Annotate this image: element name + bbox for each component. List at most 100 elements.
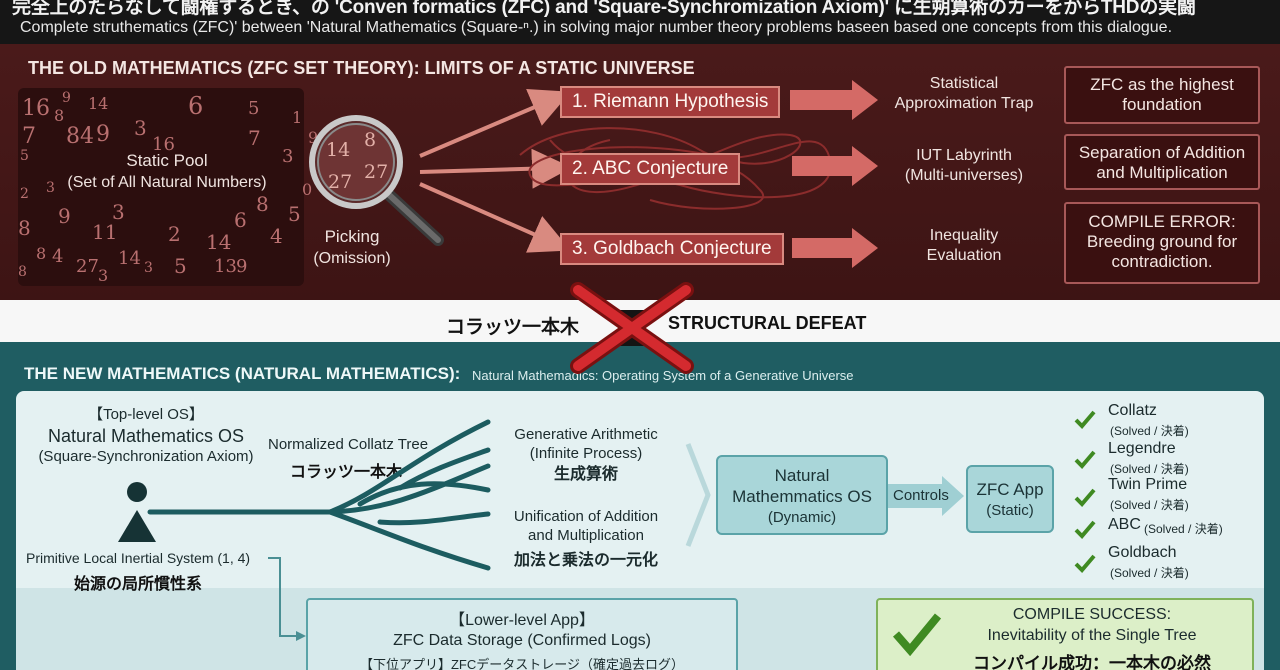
result-line: Breeding ground for — [1086, 232, 1238, 251]
controls-label: Controls — [893, 487, 949, 504]
pool-number: 5 — [288, 202, 301, 226]
pool-number: 6 — [234, 208, 247, 232]
compile-success-box: COMPILE SUCCESS: Inevitability of the Si… — [876, 598, 1254, 670]
pool-number: 9 — [236, 256, 248, 277]
zfc-app-line: (Static) — [986, 502, 1034, 519]
primitive-system-label: Primitive Local Inertial System (1, 4) — [26, 550, 251, 566]
gen-line: Generative Arithmetic — [514, 426, 658, 443]
pool-number: 3 — [98, 266, 109, 285]
solved-sub: (Solved / 決着) — [1110, 566, 1189, 580]
outcome-line: Statistical — [929, 75, 999, 92]
pool-number: 3 — [46, 180, 55, 196]
natural-math-os-box: Natural Mathemmatics OS (Dynamic) — [716, 455, 888, 535]
red-cross-icon — [570, 282, 694, 374]
top-header: 完全上のたらなして闘権するとき、の 'Conven formatics (ZFC… — [0, 0, 1280, 44]
pool-number: 9 — [96, 122, 110, 147]
pool-number: 5 — [248, 98, 260, 119]
os-box-line: Mathemmatics OS — [732, 487, 872, 506]
result-compile-error: COMPILE ERROR: Breeding ground for contr… — [1064, 202, 1260, 284]
uni-line: and Multiplication — [528, 527, 644, 544]
outcome-iut: IUT Labyrinth (Multi-universes) — [884, 146, 1044, 186]
pool-number: 14 — [206, 230, 232, 254]
success-line-1: COMPILE SUCCESS: — [1012, 606, 1172, 623]
checkmark-icon — [1074, 410, 1096, 429]
solved-sub: (Solved / 決着) — [1110, 462, 1189, 476]
pool-number: 9 — [58, 204, 71, 228]
lower-jp: 【下位アプリ】ZFCデータストレージ（確定過去ログ） — [359, 657, 684, 670]
outcome-line: (Multi-universes) — [904, 167, 1024, 184]
pool-subtitle: (Set of All Natural Numbers) — [67, 174, 267, 191]
lower-tag: 【Lower-level App】 — [449, 612, 595, 629]
pool-number: 13 — [214, 256, 237, 277]
result-line: ZFC as the highest — [1090, 75, 1234, 94]
pool-number: 2 — [168, 222, 181, 246]
checkmark-icon — [1074, 450, 1096, 469]
pool-number: 84 — [66, 124, 94, 149]
structural-defeat-label: STRUCTURAL DEFEAT — [668, 313, 867, 333]
pool-number: 5 — [20, 148, 29, 164]
uni-line: Unification of Addition — [513, 508, 659, 525]
tree-label-jp: コラッツ一本木 — [290, 464, 403, 481]
solved-name: ABC — [1108, 516, 1141, 533]
picking-title: Picking — [324, 227, 380, 246]
pool-number: 8 — [256, 192, 269, 216]
header-line-1: 完全上のたらなして闘権するとき、の 'Conven formatics (ZFC… — [12, 0, 1196, 18]
solved-name: Goldbach — [1108, 544, 1177, 561]
new-section-subtitle: Natural Mathemadics: Operating System of… — [472, 368, 854, 383]
lens-number: 8 — [364, 129, 376, 151]
pool-number: 2 — [20, 186, 29, 202]
pool-number: 3 — [282, 146, 294, 167]
checkmark-icon — [1074, 488, 1096, 507]
pool-number: 9 — [62, 90, 71, 106]
pool-number: 4 — [270, 224, 283, 248]
static-pool-label: Static Pool (Set of All Natural Numbers) — [52, 150, 282, 194]
os-box-line: (Dynamic) — [767, 509, 837, 526]
outcome-line: Approximation Trap — [894, 95, 1034, 112]
solved-sub: (Solved / 決着) — [1144, 522, 1223, 536]
problem-goldbach: 3. Goldbach Conjecture — [560, 233, 784, 265]
pool-number: 5 — [174, 254, 187, 278]
pool-number: 0 — [302, 180, 313, 199]
lower-name: ZFC Data Storage (Confirmed Logs) — [393, 632, 651, 649]
pool-number: 27 — [76, 256, 99, 277]
unification: Unification of Addition and Multiplicati… — [496, 507, 676, 570]
pool-number: 3 — [144, 260, 153, 276]
pool-number: 8 — [36, 244, 47, 263]
big-checkmark-icon — [892, 613, 942, 656]
pool-number: 9 — [308, 128, 319, 147]
result-separation: Separation of Addition and Multiplicatio… — [1064, 134, 1260, 190]
solved-list: Collatz (Solved / 決着) Legendre (Solved /… — [1072, 400, 1262, 580]
zfc-app-line: ZFC App — [976, 480, 1044, 499]
outcome-line: Inequality — [929, 227, 999, 244]
pool-number: 16 — [22, 96, 50, 121]
header-line-2: Complete struthematics (ZFC)' between 'N… — [20, 19, 1173, 36]
new-section-title: THE NEW MATHEMATICS (NATURAL MATHEMATICS… — [24, 364, 461, 383]
pool-number: 4 — [52, 246, 64, 267]
result-line: and Multiplication — [1096, 163, 1228, 182]
outcome-statistical: Statistical Approximation Trap — [884, 74, 1044, 114]
os-tag: 【Top-level OS】 — [88, 406, 204, 423]
lens-number: 27 — [328, 171, 352, 193]
collatz-tree-diagram — [118, 419, 491, 571]
result-zfc-foundation: ZFC as the highest foundation — [1064, 66, 1260, 124]
solved-sub: (Solved / 決着) — [1110, 498, 1189, 512]
outcome-line: IUT Labyrinth — [916, 147, 1012, 164]
outcome-inequality: Inequality Evaluation — [884, 226, 1044, 266]
os-axiom: (Square-Synchronization Axiom) — [38, 448, 254, 465]
problem-abc: 2. ABC Conjecture — [560, 153, 741, 185]
person-body-icon — [118, 510, 156, 542]
pool-number: 7 — [248, 126, 261, 150]
picking-label: Picking (Omission) — [304, 226, 400, 270]
solved-name: Legendre — [1108, 440, 1176, 457]
success-jp: コンパイル成功：一本木の必然 — [973, 654, 1211, 670]
pool-number: 3 — [112, 200, 125, 224]
pool-number: 1 — [292, 108, 303, 127]
controls-arrow — [888, 476, 964, 516]
result-line: contradiction. — [1111, 252, 1213, 271]
old-flow-arrows — [419, 80, 878, 268]
generative-arithmetic: Generative Arithmetic (Infinite Process)… — [496, 425, 676, 484]
chevron-right-icon — [685, 443, 711, 547]
pool-number: 16 — [152, 134, 175, 155]
pool-number: 14 — [88, 94, 109, 113]
